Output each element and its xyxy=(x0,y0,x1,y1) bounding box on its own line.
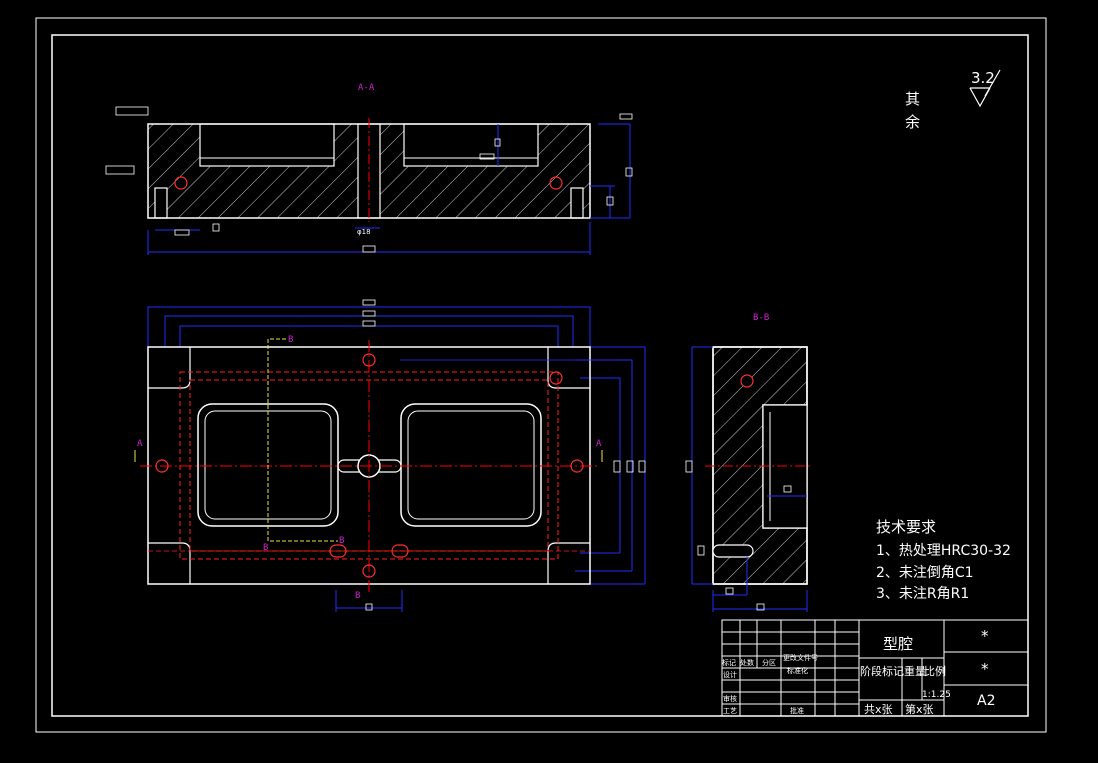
code-cell: * xyxy=(981,660,989,678)
outer-frame xyxy=(35,17,1047,733)
svg-text:B: B xyxy=(263,543,268,553)
section-aa-view: φ18 xyxy=(105,106,633,255)
pin-hole-right xyxy=(570,187,584,219)
svg-text:标准化: 标准化 xyxy=(787,666,808,675)
sheet-size: A2 xyxy=(977,693,995,709)
section-aa-title: A-A xyxy=(358,83,375,93)
section-bb-view xyxy=(685,346,812,612)
aa-cooling-right xyxy=(549,176,563,190)
pocket-right xyxy=(403,123,539,167)
svg-text:分区: 分区 xyxy=(762,658,776,667)
svg-text:1、热处理HRC30-32: 1、热处理HRC30-32 xyxy=(876,543,1011,559)
svg-text:更改文件号: 更改文件号 xyxy=(783,653,818,662)
svg-text:A: A xyxy=(596,439,602,449)
svg-text:其: 其 xyxy=(905,90,920,108)
svg-text:技术要求: 技术要求 xyxy=(876,518,936,536)
svg-text:3.2: 3.2 xyxy=(971,69,995,87)
title-block xyxy=(721,619,1029,717)
svg-text:审核: 审核 xyxy=(723,694,737,703)
svg-text:3、未注R角R1: 3、未注R角R1 xyxy=(876,586,969,602)
part-name: 型腔 xyxy=(883,635,913,653)
material-cell: * xyxy=(981,627,989,645)
svg-text:比例: 比例 xyxy=(924,664,946,678)
svg-text:工艺: 工艺 xyxy=(723,707,737,715)
svg-text:余: 余 xyxy=(905,113,920,131)
svg-text:B: B xyxy=(339,536,344,546)
svg-text:处数: 处数 xyxy=(740,658,754,667)
plan-view: A A B B B B xyxy=(134,299,646,612)
section-bb-title: B-B xyxy=(753,313,769,323)
svg-text:A: A xyxy=(137,439,143,449)
svg-text:重量: 重量 xyxy=(904,664,926,678)
svg-text:设计: 设计 xyxy=(723,670,737,679)
svg-text:φ18: φ18 xyxy=(357,228,371,236)
svg-text:共x张: 共x张 xyxy=(864,703,893,716)
svg-text:标记: 标记 xyxy=(722,658,736,667)
inner-frame xyxy=(51,34,1029,717)
cavity-right xyxy=(400,403,542,527)
roughness-symbol: 3.2 其 余 xyxy=(905,69,1001,131)
svg-text:第x张: 第x张 xyxy=(905,702,934,716)
aa-cooling-left xyxy=(174,176,188,190)
svg-text:阶段标记: 阶段标记 xyxy=(860,664,904,678)
svg-text:B: B xyxy=(355,591,360,601)
svg-text:1:1.25: 1:1.25 xyxy=(922,690,951,700)
pocket-left xyxy=(199,123,335,167)
svg-text:B: B xyxy=(288,335,293,345)
svg-text:2、未注倒角C1: 2、未注倒角C1 xyxy=(876,565,974,581)
pin-hole-left xyxy=(154,187,168,219)
svg-text:批准: 批准 xyxy=(790,706,804,715)
technical-requirements: 技术要求 1、热处理HRC30-32 2、未注倒角C1 3、未注R角R1 xyxy=(876,518,1011,602)
